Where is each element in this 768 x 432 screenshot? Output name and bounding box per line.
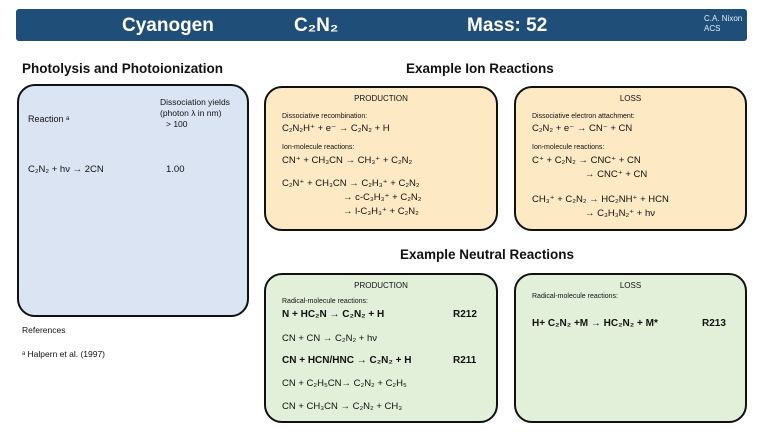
- ion-production-card: PRODUCTION Dissociative recombination: C…: [264, 86, 498, 231]
- ion-production-eq2: CN⁺ + CH₃CN → CH₃⁺ + C₂N₂: [282, 155, 413, 166]
- photolysis-title: Photolysis and Photoionization: [22, 61, 223, 76]
- molecule-formula: C₂N₂: [294, 15, 339, 36]
- credit: C.A. Nixon ACS: [704, 14, 742, 34]
- neutral-production-card: PRODUCTION Radical-molecule reactions: N…: [264, 273, 498, 423]
- neutral-loss-card: LOSS Radical-molecule reactions: H+ C₂N₂…: [514, 273, 747, 423]
- yield-header: Dissociation yields (photon λ in nm) > 1…: [160, 97, 230, 130]
- ion-production-eq4: → c-C₃H₃⁺ + C₂N₂: [343, 192, 422, 203]
- neutral-production-id3: R211: [453, 355, 477, 366]
- neutral-production-id1: R212: [453, 309, 477, 320]
- ion-loss-card: LOSS Dissociative electron attachment: C…: [514, 86, 747, 231]
- molecule-mass: Mass: 52: [467, 15, 548, 36]
- ion-loss-eq4: CH₃⁺ + C₂N₂ → HC₂NH⁺ + HCN: [532, 194, 669, 205]
- neutral-production-eq4: CN + C₂H₅CN→ C₂N₂ + C₂H₅: [282, 378, 407, 389]
- photolysis-reaction: C₂N₂ + hν → 2CN: [28, 164, 104, 175]
- photolysis-yield: 1.00: [166, 164, 185, 175]
- yield-header-line3: > 100: [166, 119, 188, 129]
- ion-production-cat1: Dissociative recombination:: [282, 113, 368, 120]
- neutral-production-eq2: CN + CN → C₂N₂ + hν: [282, 333, 378, 344]
- ion-loss-cat2: Ion-molecule reactions:: [532, 144, 605, 151]
- ion-loss-cat1: Dissociative electron attachment:: [532, 113, 635, 120]
- neutral-title: Example Neutral Reactions: [400, 247, 575, 262]
- molecule-name: Cyanogen: [122, 15, 214, 36]
- references-title: References: [22, 325, 66, 335]
- credit-org: ACS: [704, 24, 721, 33]
- ion-production-eq5: → l-C₃H₃⁺ + C₂N₂: [343, 206, 419, 217]
- ion-title: Example Ion Reactions: [406, 61, 554, 76]
- header-bar: Cyanogen C₂N₂ Mass: 52 C.A. Nixon ACS: [16, 9, 747, 41]
- credit-author: C.A. Nixon: [704, 14, 743, 23]
- ion-loss-label: LOSS: [619, 94, 642, 103]
- ion-production-label: PRODUCTION: [354, 94, 408, 103]
- neutral-loss-label: LOSS: [619, 281, 642, 290]
- neutral-production-cat: Radical-molecule reactions:: [282, 298, 368, 305]
- ion-loss-eq3: → CNC⁺ + CN: [585, 169, 648, 180]
- reaction-header: Reaction ᵃ: [28, 114, 70, 124]
- ion-production-cat2: Ion-molecule reactions:: [282, 144, 355, 151]
- neutral-loss-id1: R213: [702, 318, 726, 329]
- neutral-production-eq3: CN + HCN/HNC → C₂N₂ + H: [282, 355, 412, 366]
- yield-header-line1: Dissociation yields: [160, 97, 230, 107]
- yield-header-line2: (photon λ in nm): [160, 108, 222, 118]
- neutral-loss-eq1: H+ C₂N₂ +M → HC₂N₂ + M*: [532, 318, 658, 329]
- ion-production-eq1: C₂N₂H⁺ + e⁻ → C₂N₂ + H: [282, 123, 390, 134]
- neutral-loss-cat: Radical-molecule reactions:: [532, 293, 618, 300]
- photolysis-card: Reaction ᵃ Dissociation yields (photon λ…: [17, 84, 249, 317]
- neutral-production-label: PRODUCTION: [354, 281, 408, 290]
- ion-loss-eq1: C₂N₂ + e⁻ → CN⁻ + CN: [532, 123, 633, 134]
- reference-item: ᵃ Halpern et al. (1997): [22, 349, 106, 359]
- ion-production-eq3: C₂N⁺ + CH₃CN → C₂H₃⁺ + C₂N₂: [282, 178, 420, 189]
- ion-loss-eq5: → C₃H₃N₂⁺ + hν: [585, 208, 656, 219]
- ion-loss-eq2: C⁺ + C₂N₂ → CNC⁺ + CN: [532, 155, 641, 166]
- neutral-production-eq5: CN + CH₃CN → C₂N₂ + CH₃: [282, 401, 403, 412]
- neutral-production-eq1: N + HC₂N → C₂N₂ + H: [282, 309, 385, 320]
